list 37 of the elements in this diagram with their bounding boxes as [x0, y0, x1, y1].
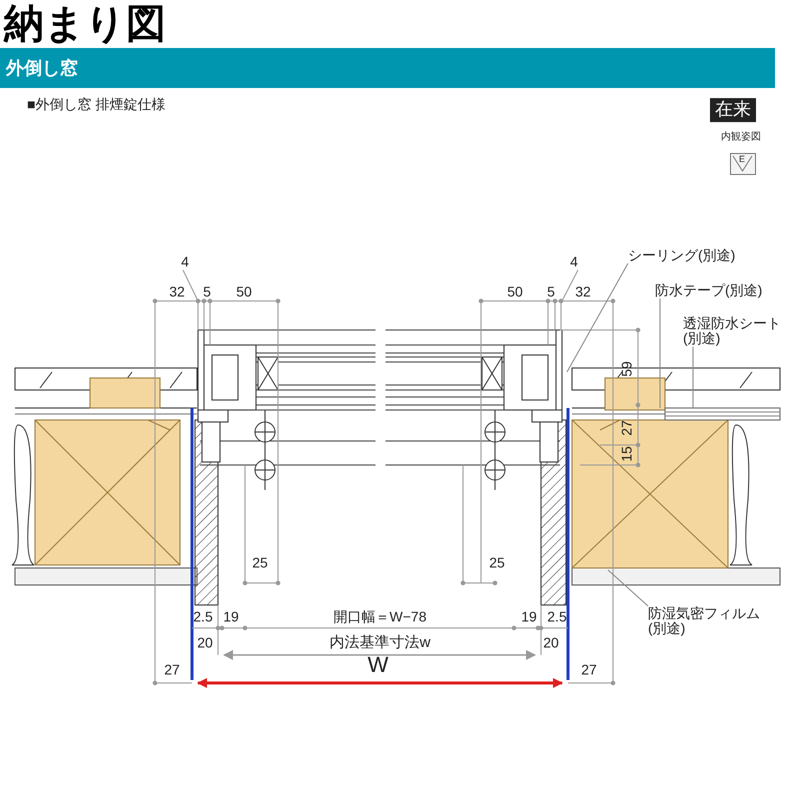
- callout-text: 透湿防水シート (別途): [683, 316, 788, 347]
- dimension-value: 25: [252, 555, 268, 571]
- window-view-icon: E: [730, 153, 756, 175]
- dimension-value: 2.5: [193, 609, 213, 625]
- dimension-value: 32: [169, 284, 185, 300]
- view-caption: 内観姿図: [721, 132, 761, 142]
- dimension-value: 27: [581, 662, 597, 678]
- callout-text: シーリング(別途): [628, 248, 778, 264]
- dimension-value: 19: [521, 609, 537, 625]
- dimension-label: 開口幅＝W−78: [334, 609, 426, 625]
- dimension-value: 15: [619, 446, 635, 462]
- dimension-value: 4: [570, 254, 578, 270]
- dimension-value: 4: [181, 254, 189, 270]
- dimension-value: 50: [507, 284, 523, 300]
- dimension-label: W: [368, 652, 388, 678]
- subtitle: ■外倒し窓 排煙錠仕様: [27, 97, 166, 112]
- leader-line: [608, 570, 648, 606]
- dimension-value: 5: [203, 284, 211, 300]
- dimension-value: 5: [547, 284, 555, 300]
- dimension-value: 27: [619, 420, 635, 436]
- type-badge: 在来: [710, 98, 756, 122]
- leader-line: [566, 262, 628, 372]
- dimension-value: 59: [619, 361, 635, 377]
- dimension-label: 内法基準寸法w: [330, 634, 430, 652]
- dimension-value: 20: [197, 635, 213, 651]
- callout-text: 防水テープ(別途): [655, 283, 780, 298]
- leader-line: [692, 346, 694, 408]
- dimension-value: 20: [543, 635, 559, 651]
- dimension-value: 25: [489, 555, 505, 571]
- dimension-value: 32: [575, 284, 591, 300]
- section-heading: 外倒し窓: [0, 48, 775, 88]
- dimension-value: 19: [223, 609, 239, 625]
- page-title: 納まり図: [4, 2, 166, 46]
- callout-text: 防湿気密フィルム (別途): [648, 606, 788, 637]
- dimension-value: 27: [164, 662, 180, 678]
- dimension-value: 50: [236, 284, 252, 300]
- dimension-value: 2.5: [547, 609, 567, 625]
